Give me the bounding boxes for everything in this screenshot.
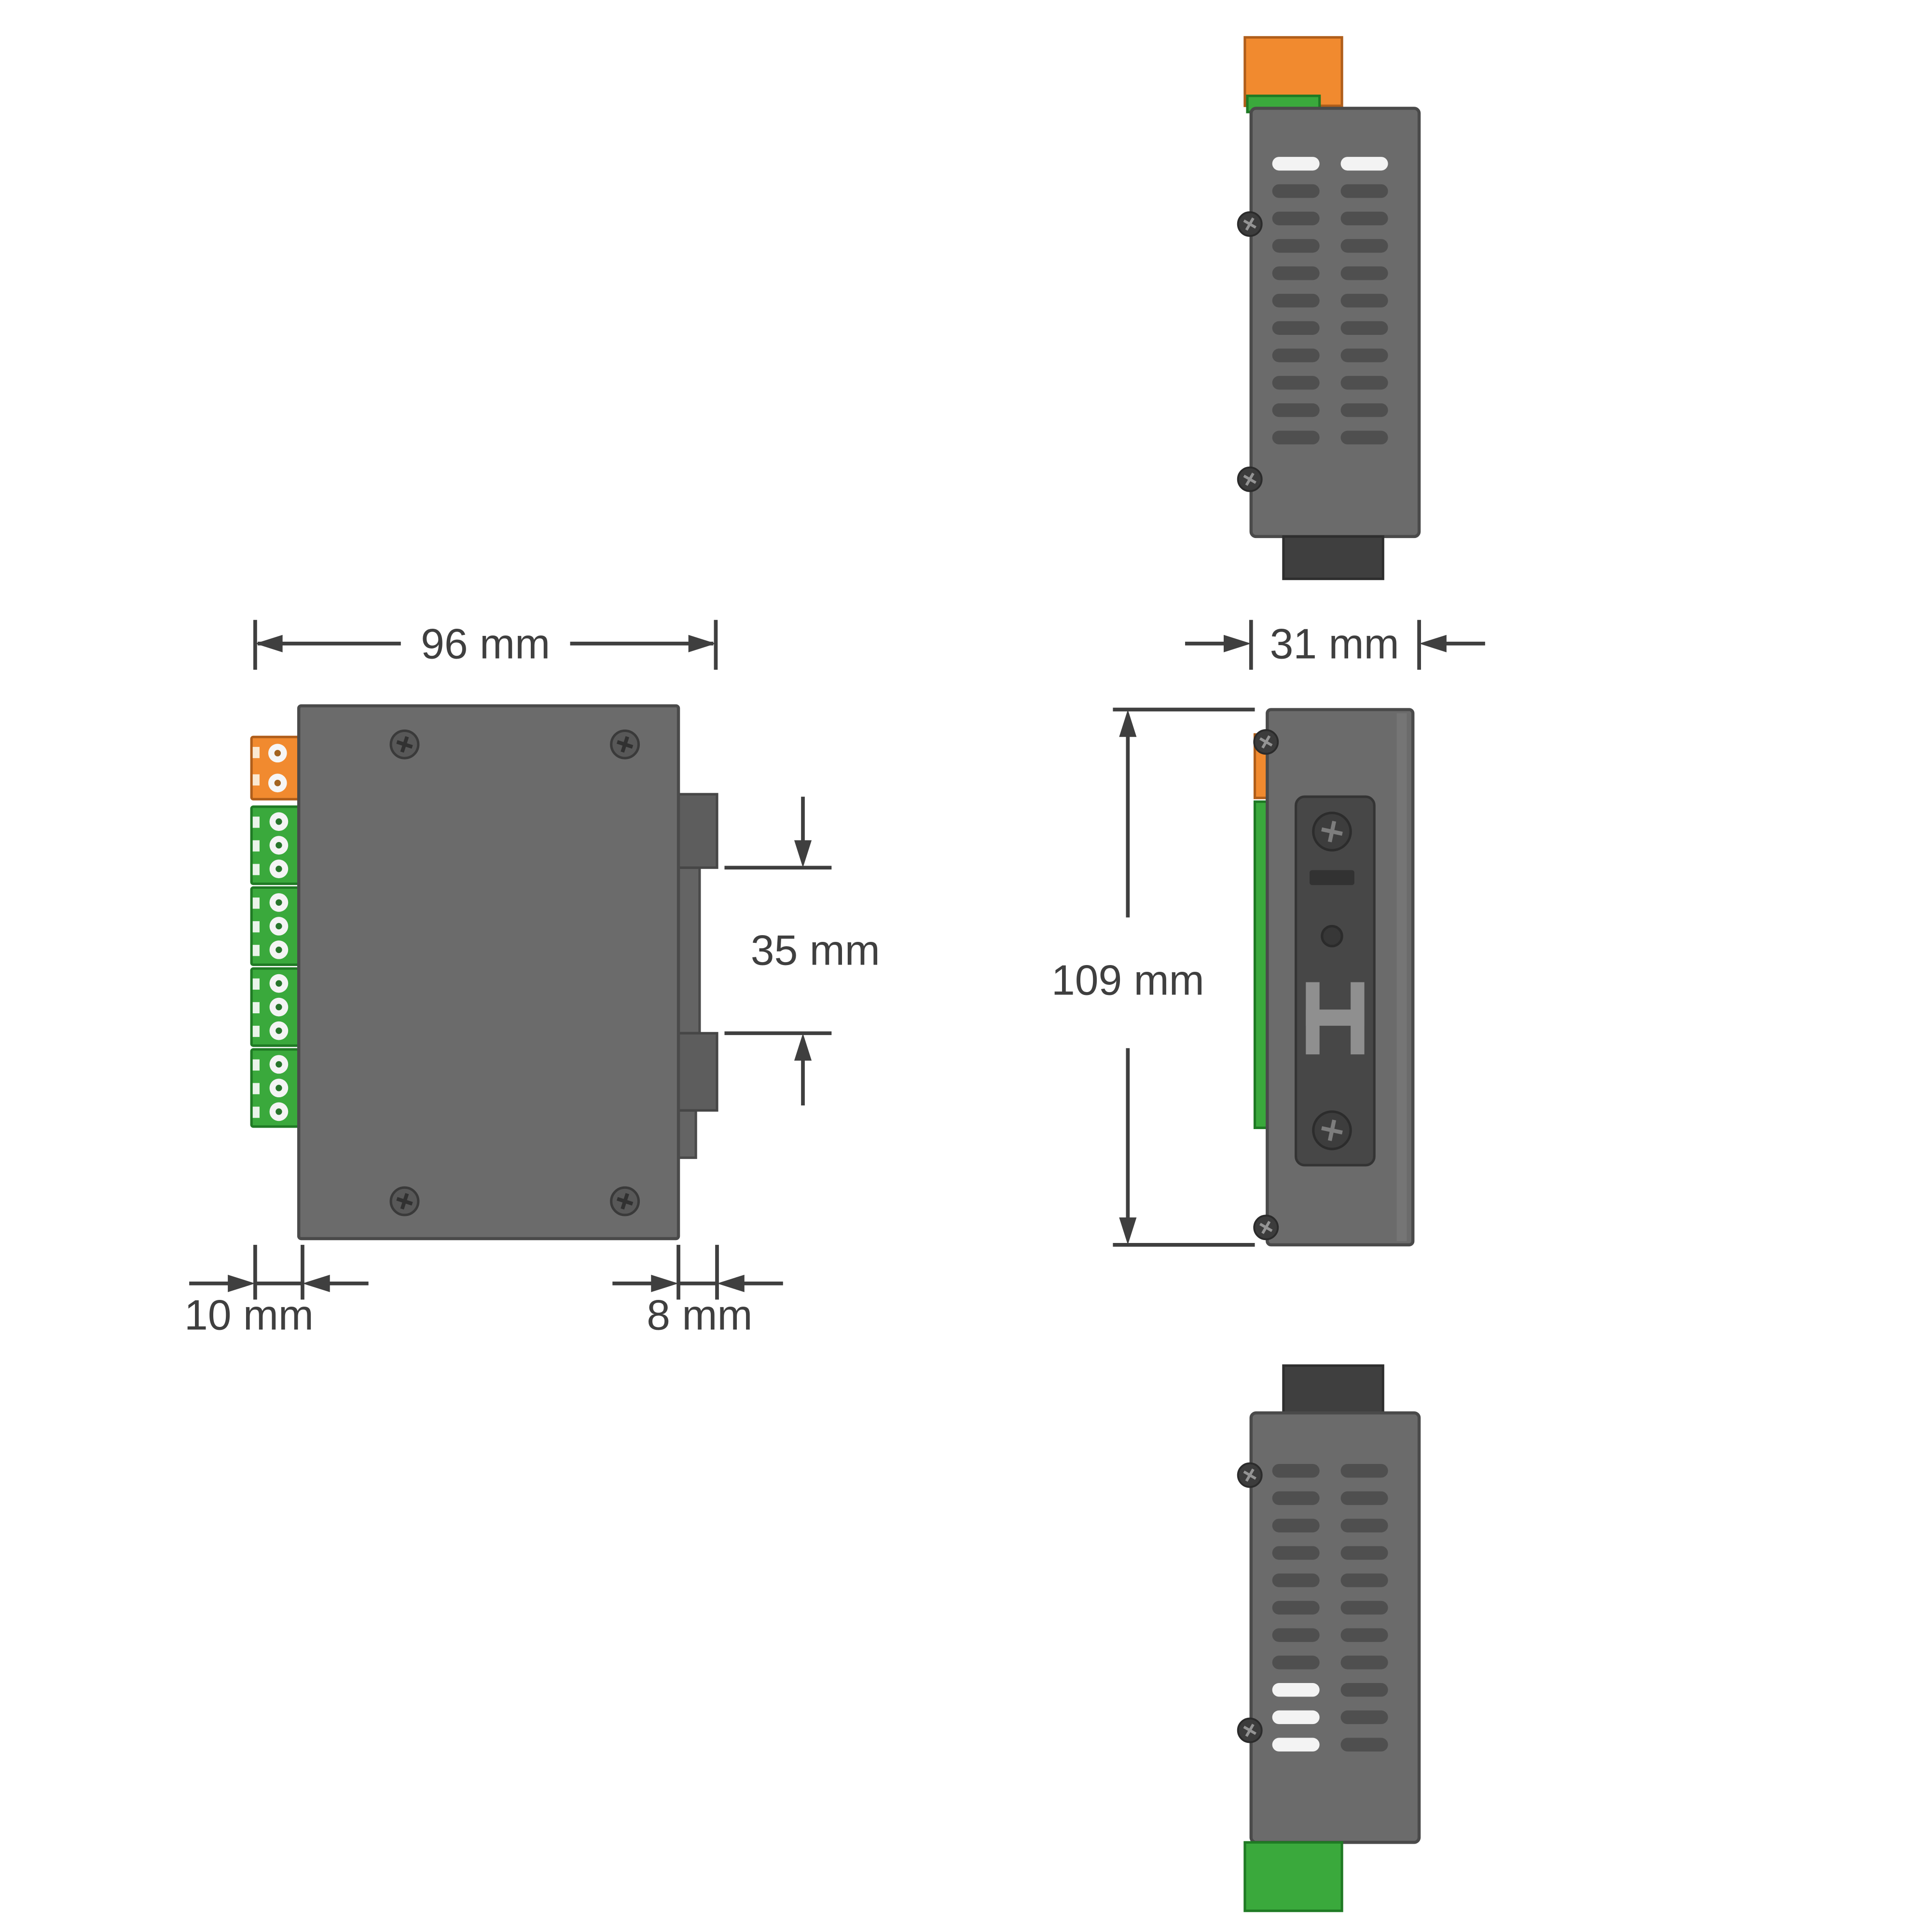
vent-slot xyxy=(1272,321,1320,335)
green-connector-bottom xyxy=(1243,1841,1343,1912)
vent-slot xyxy=(1340,430,1388,445)
vent-slot xyxy=(1340,211,1388,225)
vent-slot xyxy=(1340,1710,1388,1725)
screw xyxy=(1238,212,1262,236)
vent-slot xyxy=(1340,376,1388,390)
bottom-view xyxy=(1238,1364,1421,1912)
din-clip-side xyxy=(1295,795,1376,1167)
green-terminal-block xyxy=(251,968,301,1046)
din-clip-tab-bottom xyxy=(1282,1364,1384,1414)
side-view xyxy=(1254,708,1415,1247)
vent-slot xyxy=(1272,1546,1320,1560)
vent-slot xyxy=(1272,348,1320,362)
vent-slot xyxy=(1272,1491,1320,1505)
vent-slot xyxy=(1340,184,1388,198)
vent-slot xyxy=(1272,293,1320,308)
vent-slot xyxy=(1340,1628,1388,1642)
din-rail-label: 35 mm xyxy=(751,926,880,974)
dim-din-rail: 35 mm xyxy=(724,797,880,1105)
vent-slot xyxy=(1272,1738,1320,1752)
vent-slot xyxy=(1340,1463,1388,1478)
dim-body-height: 109 mm xyxy=(1051,707,1255,1247)
body-depth-label: 31 mm xyxy=(1270,621,1399,668)
vent-slot xyxy=(1340,1601,1388,1615)
green-terminal-blocks xyxy=(251,807,301,1127)
vent-slot xyxy=(1340,348,1388,362)
screw xyxy=(1238,468,1262,491)
screw xyxy=(1313,1112,1351,1149)
din-clip-spring xyxy=(1306,982,1365,1055)
vent-slot xyxy=(1340,1683,1388,1697)
green-terminal-block xyxy=(251,887,301,965)
clip-hole xyxy=(1321,925,1343,948)
front-width-label: 96 mm xyxy=(421,621,550,668)
screw xyxy=(611,1187,639,1215)
dim-terminal-depth: 10 mm xyxy=(184,1244,369,1339)
top-view xyxy=(1238,36,1421,580)
vent-slot xyxy=(1340,293,1388,308)
din-rail-clip-front xyxy=(677,793,718,1159)
vent-slot xyxy=(1340,1546,1388,1560)
vent-slot xyxy=(1272,1463,1320,1478)
vent-slot xyxy=(1272,1573,1320,1587)
vent-slot xyxy=(1340,239,1388,253)
vent-slot xyxy=(1340,403,1388,417)
green-terminal-block xyxy=(251,807,301,884)
screw xyxy=(1238,1719,1262,1742)
vent-slot xyxy=(1272,376,1320,390)
dim-clip-depth: 8 mm xyxy=(612,1244,783,1339)
vent-slot xyxy=(1340,1518,1388,1532)
vent-slot xyxy=(1272,430,1320,445)
vent-slot xyxy=(1272,266,1320,280)
green-terminal-block xyxy=(251,1049,301,1127)
vent-slot xyxy=(1272,1683,1320,1697)
vent-slot xyxy=(1272,403,1320,417)
screw xyxy=(1254,730,1278,754)
dim-front-width: 96 mm xyxy=(253,620,718,670)
vent-slot xyxy=(1272,1518,1320,1532)
bottom-body xyxy=(1249,1411,1421,1844)
side-edge-highlight xyxy=(1396,713,1407,1242)
vent-slot xyxy=(1272,1601,1320,1615)
screw xyxy=(391,731,418,758)
vent-slot xyxy=(1340,1656,1388,1670)
vent-slot xyxy=(1272,1628,1320,1642)
screw xyxy=(1254,1215,1278,1239)
vent-slot xyxy=(1340,1573,1388,1587)
vent-slot xyxy=(1340,1738,1388,1752)
vent-slot xyxy=(1272,184,1320,198)
clip-depth-label: 8 mm xyxy=(647,1291,752,1339)
vent-slot xyxy=(1340,266,1388,280)
power-connector-top xyxy=(1243,36,1343,107)
dim-body-depth: 31 mm xyxy=(1185,620,1485,670)
front-view xyxy=(250,704,718,1241)
vent-slot xyxy=(1272,1656,1320,1670)
screw xyxy=(1313,813,1351,850)
vent-slot xyxy=(1272,157,1320,171)
screw xyxy=(611,731,639,758)
orange-terminal-block xyxy=(250,735,303,800)
screw xyxy=(1238,1463,1262,1487)
front-panel xyxy=(297,704,680,1241)
vent-slot xyxy=(1340,157,1388,171)
din-clip-tab-top xyxy=(1282,535,1384,580)
terminal-depth-label: 10 mm xyxy=(184,1291,314,1339)
clip-slot xyxy=(1310,870,1354,885)
body-height-label: 109 mm xyxy=(1051,956,1204,1004)
vent-slot xyxy=(1272,1710,1320,1725)
vent-slot xyxy=(1272,239,1320,253)
screw xyxy=(391,1187,418,1215)
vent-slot xyxy=(1340,321,1388,335)
vent-slot xyxy=(1340,1491,1388,1505)
vent-slot xyxy=(1272,211,1320,225)
